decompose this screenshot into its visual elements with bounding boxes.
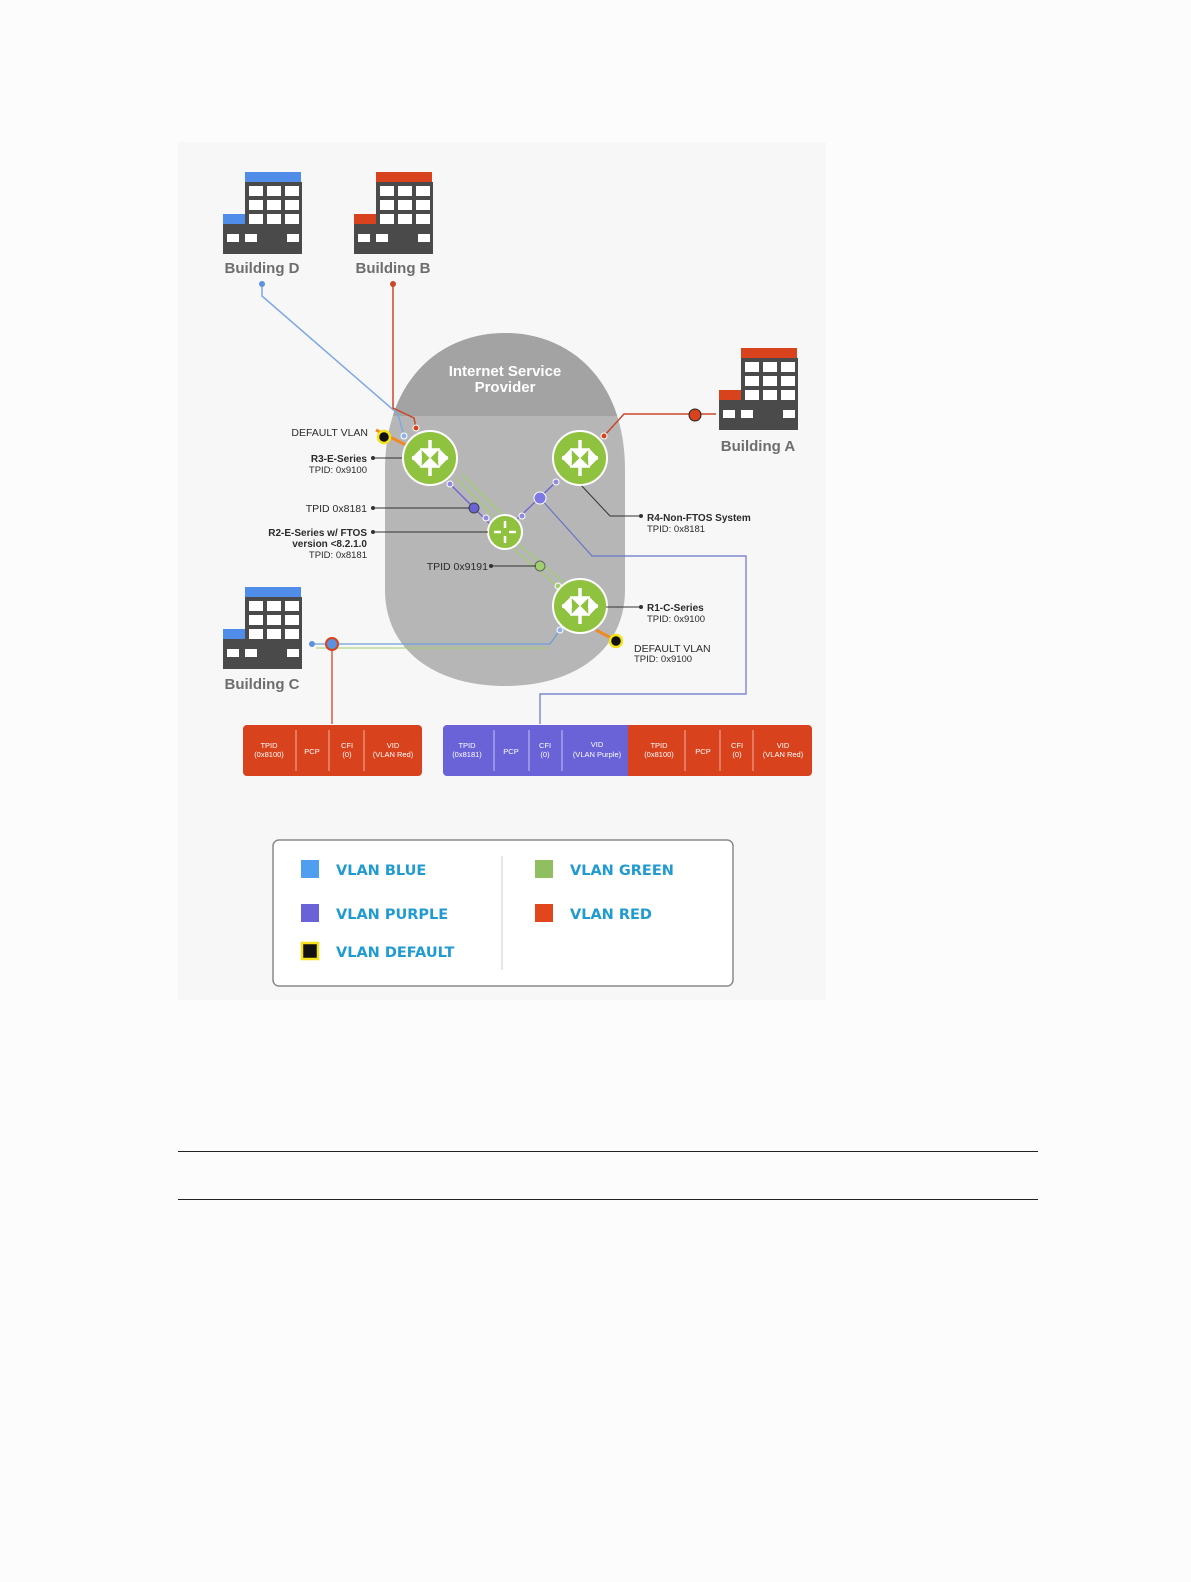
header-tpid: TPID — [458, 741, 476, 750]
header-vid-value: (VLAN Purple) — [573, 750, 622, 759]
link-endpoint-dot — [259, 281, 265, 287]
link-building-b-red — [392, 284, 417, 429]
header-vid: VID — [591, 740, 604, 749]
header-cfi: CFI — [341, 741, 353, 750]
default-vlan-dot-bottom — [608, 633, 624, 649]
header-cfi-value: (0) — [540, 750, 550, 759]
r3-name-label: R3-E-Series — [311, 454, 368, 465]
default-vlan-dot-top — [376, 429, 392, 445]
header-vid: VID — [777, 741, 790, 750]
header-cfi: CFI — [731, 741, 743, 750]
router-r4 — [552, 430, 608, 486]
r2-name-label: R2-E-Series w/ FTOS — [268, 528, 367, 539]
building-c-label: Building C — [225, 676, 300, 693]
r1-tpid-label: TPID: 0x9100 — [647, 614, 705, 625]
link-building-d-blue — [261, 284, 405, 437]
legend: VLAN BLUE VLAN PURPLE VLAN DEFAULT VLAN … — [272, 839, 734, 987]
link-junction-dot — [325, 637, 339, 651]
header-tpid-value: (0x8100) — [254, 750, 284, 759]
link-building-c-blue — [312, 629, 561, 645]
header-pcp: PCP — [503, 747, 518, 756]
links — [259, 281, 747, 724]
link-r2-r4-purple — [509, 481, 557, 527]
link-building-a-red — [603, 413, 716, 437]
legend-swatch-blue — [301, 860, 319, 878]
tpid-9191-dot — [534, 560, 546, 572]
r4-tpid-label: TPID: 0x8181 — [647, 524, 705, 535]
building-a-label: Building A — [721, 438, 796, 455]
annotation-leaders — [371, 456, 643, 609]
legend-label-red: VLAN RED — [570, 907, 652, 923]
link-endpoint-dot — [390, 281, 396, 287]
building-b-label: Building B — [356, 260, 431, 277]
legend-swatch-green — [535, 860, 553, 878]
legend-label-purple: VLAN PURPLE — [336, 907, 448, 923]
r1-name-label: R1-C-Series — [647, 603, 704, 614]
r2-version-label: version <8.2.1.0 — [292, 539, 367, 550]
frame-header-left: TPID (0x8100) PCP CFI (0) VID (VLAN Red) — [243, 725, 422, 776]
legend-label-green: VLAN GREEN — [570, 863, 674, 879]
r2-tpid-label: TPID: 0x8181 — [309, 550, 367, 561]
r3-tpid-label: TPID: 0x9100 — [309, 465, 367, 476]
building-d-label: Building D — [225, 260, 300, 277]
port-dots — [376, 424, 624, 649]
link-purple-to-frame — [539, 497, 747, 724]
header-vid-value: (VLAN Red) — [763, 750, 804, 759]
tpid-8181-label: TPID 0x8181 — [306, 503, 367, 515]
header-tpid-value: (0x8100) — [644, 750, 674, 759]
building-b-icon — [354, 172, 433, 254]
header-pcp: PCP — [304, 747, 319, 756]
header-cfi: CFI — [539, 741, 551, 750]
header-cfi-value: (0) — [342, 750, 352, 759]
header-pcp: PCP — [695, 747, 710, 756]
default-vlan-bottom-label: DEFAULT VLAN — [634, 643, 711, 655]
legend-label-blue: VLAN BLUE — [336, 863, 426, 879]
header-tpid: TPID — [260, 741, 278, 750]
table-rule-bottom — [178, 1199, 1038, 1200]
building-a-icon — [719, 348, 798, 430]
frame-header-right: TPID (0x8181) PCP CFI (0) VID (VLAN Purp… — [443, 725, 812, 776]
header-vid-value: (VLAN Red) — [373, 750, 414, 759]
isp-label-line1: Internet Service — [449, 363, 562, 380]
header-tpid: TPID — [650, 741, 668, 750]
isp-label-line2: Provider — [475, 379, 536, 396]
building-d-icon — [223, 172, 302, 254]
header-tpid-value: (0x8181) — [452, 750, 482, 759]
router-r2 — [487, 514, 523, 550]
r4-name-label: R4-Non-FTOS System — [647, 513, 751, 524]
router-r3 — [402, 430, 458, 486]
building-c-icon — [223, 587, 302, 669]
link-junction-dot — [688, 408, 702, 422]
table-rule-top — [178, 1151, 1038, 1152]
router-r1 — [552, 578, 608, 634]
legend-label-default: VLAN DEFAULT — [336, 945, 454, 961]
legend-swatch-red — [535, 904, 553, 922]
tpid-9191-label: TPID 0x9191 — [427, 561, 488, 573]
tpid-8181-dot — [468, 502, 480, 514]
default-vlan-top-label: DEFAULT VLAN — [291, 427, 368, 439]
legend-swatch-purple — [301, 904, 319, 922]
default-vlan-bottom-tpid: TPID: 0x9100 — [634, 654, 692, 665]
header-cfi-value: (0) — [732, 750, 742, 759]
legend-swatch-default — [300, 941, 320, 961]
header-vid: VID — [387, 741, 400, 750]
